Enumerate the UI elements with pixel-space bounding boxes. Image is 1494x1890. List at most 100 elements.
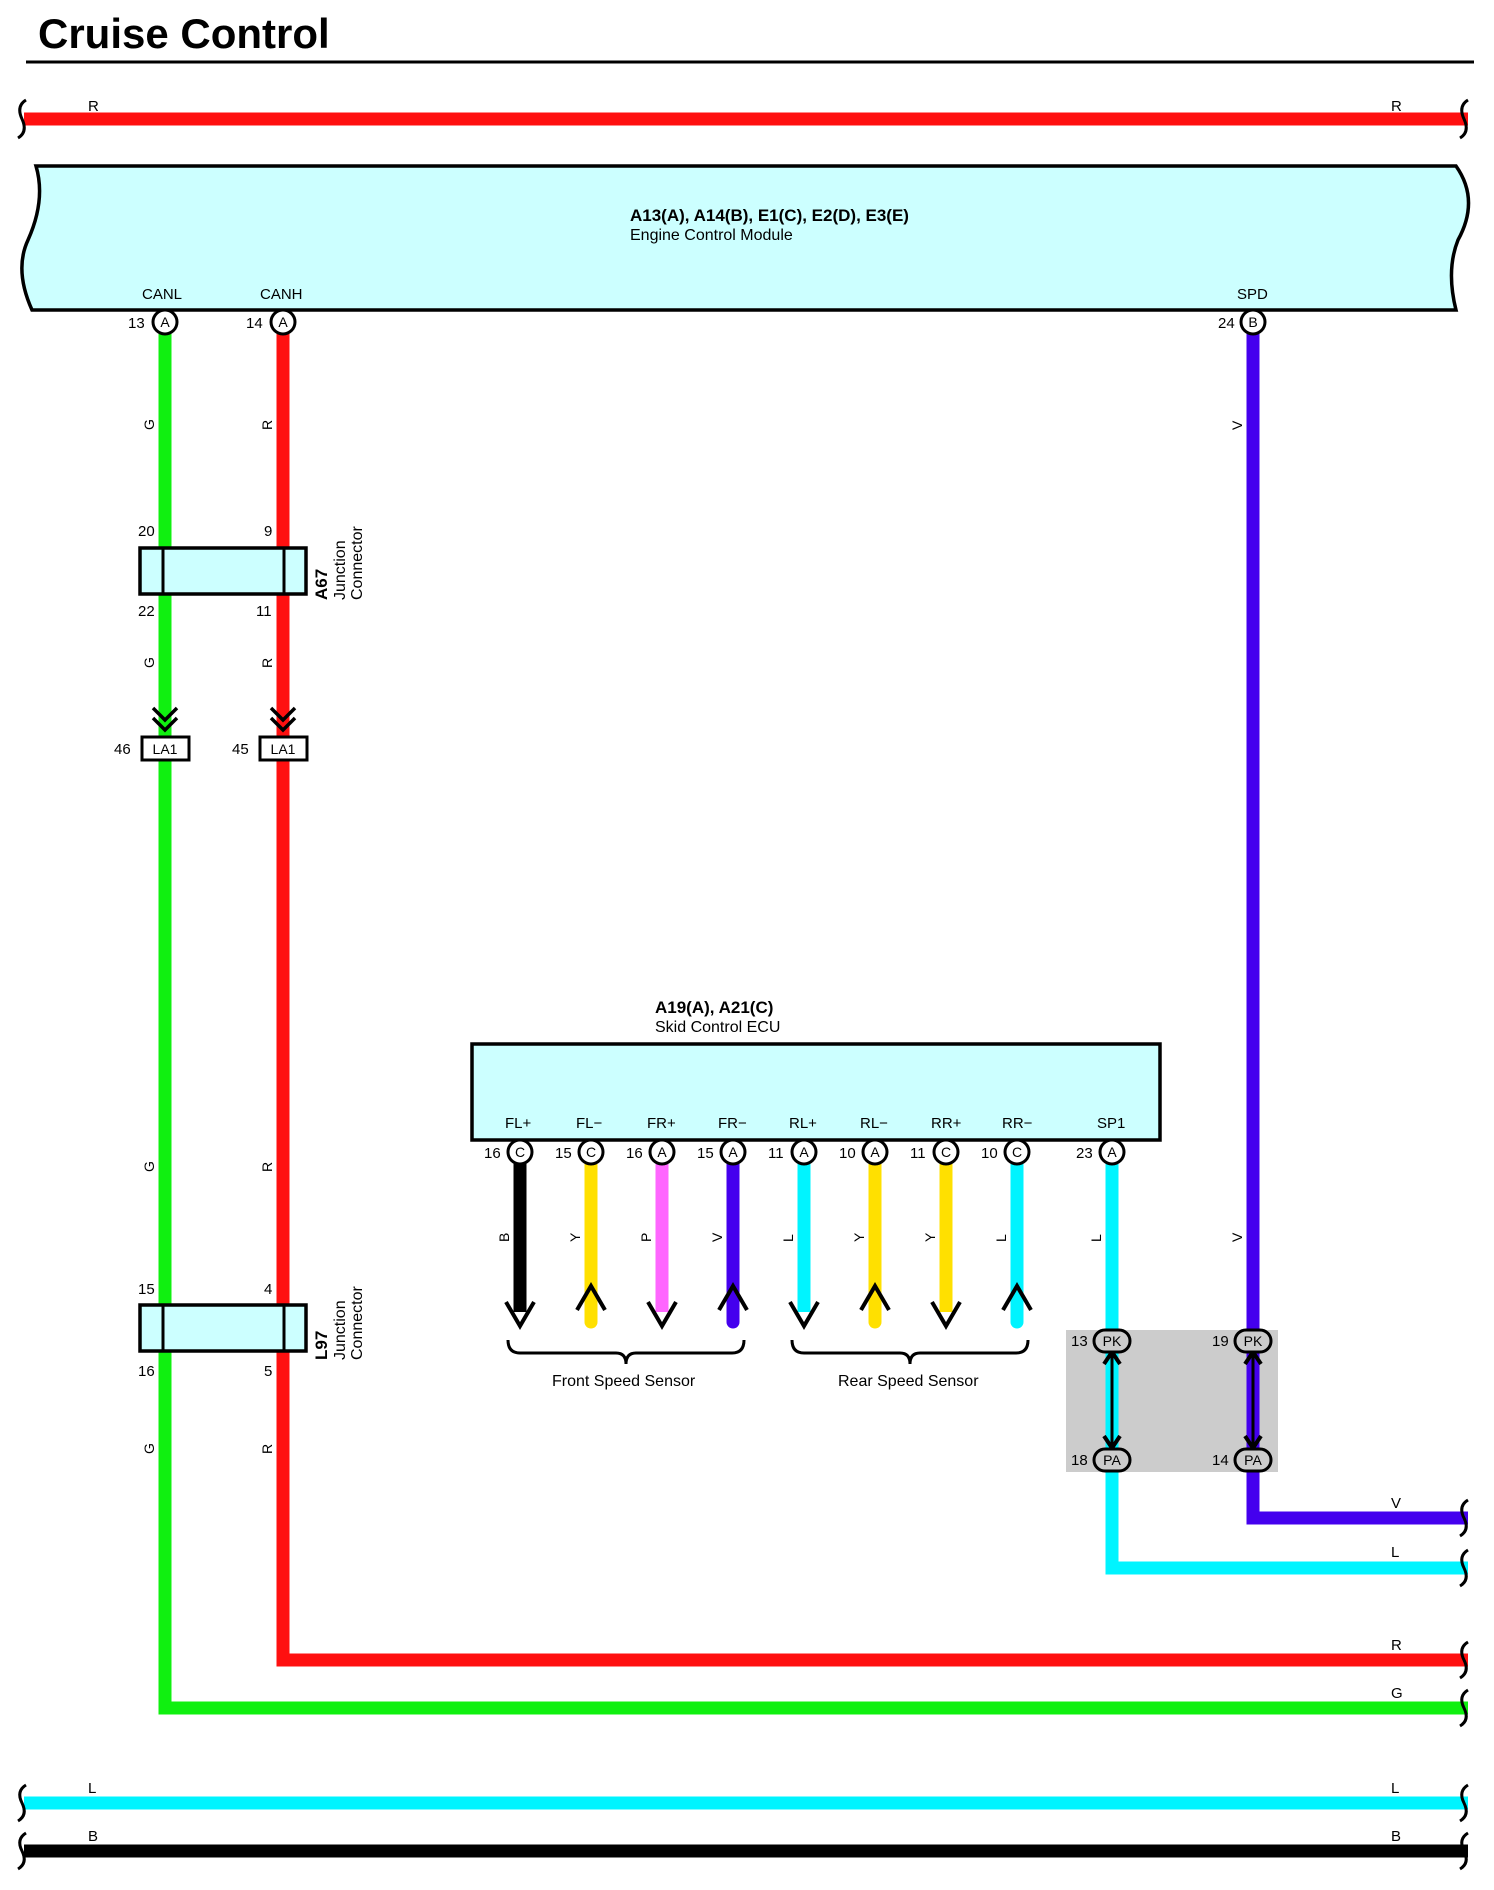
wire-label-v1: V xyxy=(1229,420,1245,430)
ecm-pin-canh-terminal xyxy=(269,308,297,336)
a67-body xyxy=(138,546,308,596)
skid-pin-fl-minus-terminal xyxy=(577,1138,605,1166)
exit-label-l: L xyxy=(1391,1544,1399,1561)
rear-speed-sensor-label: Rear Speed Sensor xyxy=(838,1373,979,1390)
skid-pin-fl-plus-signal: FL+ xyxy=(505,1115,532,1132)
skid-wire-label-rl-minus: Y xyxy=(851,1232,867,1242)
pa-left-num: 18 xyxy=(1071,1452,1088,1469)
wire-label-g3: G xyxy=(141,1161,157,1172)
skid-control-ecu: A19(A), A21(C) Skid Control ECU xyxy=(470,998,1162,1142)
skid-wire-label-fl-plus: B xyxy=(496,1233,512,1242)
skid-pin-rl-plus-connector: A xyxy=(799,1144,809,1160)
exit-label-g: G xyxy=(1391,1685,1403,1702)
top-bus-right-label: R xyxy=(1391,98,1402,115)
rr-plus-arrow xyxy=(930,1300,962,1330)
skid-pin-fl-minus-num: 15 xyxy=(555,1145,572,1162)
right-exit-labels: V L R G xyxy=(1391,1495,1469,1728)
wire-label-v2: V xyxy=(1229,1232,1245,1242)
fr-minus-arrow xyxy=(717,1282,749,1312)
skid-pin-rr-plus-num: 11 xyxy=(910,1145,926,1162)
bottom-b-left-break xyxy=(17,1831,27,1871)
ecm-name: Engine Control Module xyxy=(630,227,793,244)
l97-pin-bottom-left: 16 xyxy=(138,1363,155,1380)
engine-control-module: A13(A), A14(B), E1(C), E2(D), E3(E) Engi… xyxy=(20,164,1471,312)
ecm-pin-canl-signal: CANL xyxy=(142,286,182,303)
ecm-pin-spd: SPD 24 B xyxy=(1218,286,1268,336)
fl-plus-arrow xyxy=(504,1300,536,1330)
skid-pin-rl-minus-signal: RL− xyxy=(860,1115,888,1132)
front-brace xyxy=(506,1339,746,1365)
wire-g-exit xyxy=(158,1701,1468,1715)
skid-pin-fr-minus-connector: A xyxy=(728,1144,738,1160)
l97-pin-bottom-right: 5 xyxy=(264,1363,272,1380)
bottom-l-left-label: L xyxy=(88,1780,96,1797)
skid-wire-label-fr-minus: V xyxy=(709,1232,725,1242)
bottom-b-left-label: B xyxy=(88,1828,98,1845)
skid-ecu-pins: FL+ 16 C FL− 15 C FR+ 16 A FR− 15 A RL+ … xyxy=(484,1115,1126,1166)
a67-name-line1: Junction xyxy=(332,540,349,600)
rear-speed-sensor-brace: Rear Speed Sensor xyxy=(790,1339,1030,1390)
la1-right-num: 45 xyxy=(232,741,249,758)
exit-label-v: V xyxy=(1391,1495,1401,1512)
exit-label-r: R xyxy=(1391,1637,1402,1654)
skid-wire-label-rr-minus: L xyxy=(993,1234,1009,1242)
junction-connector-l97: 15 4 16 5 L97 Junction Connector xyxy=(138,1281,366,1380)
skid-pin-rr-minus-terminal xyxy=(1003,1138,1031,1166)
bottom-b-right-label: B xyxy=(1391,1828,1401,1845)
la1-left-box xyxy=(140,735,191,762)
skid-pin-fl-plus-terminal xyxy=(506,1138,534,1166)
skid-pin-rr-minus-connector: C xyxy=(1012,1144,1022,1160)
wire-spd-v xyxy=(1246,322,1468,1525)
bottom-l-right-break xyxy=(1459,1783,1469,1823)
inline-connector-la1-right: LA1 45 xyxy=(232,706,309,762)
pk-right-num: 19 xyxy=(1212,1333,1229,1350)
la1-right-box xyxy=(258,735,309,762)
skid-pin-fr-plus-terminal xyxy=(648,1138,676,1166)
skid-wire-label-rl-plus: L xyxy=(780,1234,796,1242)
wire-sp1-l xyxy=(1105,1152,1468,1575)
pk-left-code: PK xyxy=(1103,1333,1122,1349)
wire-label-g4: G xyxy=(141,1443,157,1454)
exit-g-break xyxy=(1459,1688,1469,1728)
skid-pin-sp1-num: 23 xyxy=(1076,1145,1093,1162)
wire-label-r4: R xyxy=(259,1444,275,1454)
inline-connector-la1-left: LA1 46 xyxy=(114,706,191,762)
a67-pin-top-left: 20 xyxy=(138,523,155,540)
pa-right-num: 14 xyxy=(1212,1452,1229,1469)
ecm-pin-canh-num: 14 xyxy=(246,315,263,332)
skid-wire-label-fr-plus: P xyxy=(638,1233,654,1242)
skid-pin-sp1-connector: A xyxy=(1107,1144,1117,1160)
wire-label-g1: G xyxy=(141,419,157,430)
pa-right-terminal xyxy=(1233,1447,1273,1473)
skid-pin-rl-plus-signal: RL+ xyxy=(789,1115,817,1132)
ecm-pin-spd-num: 24 xyxy=(1218,315,1235,332)
ecm-pin-canh-signal: CANH xyxy=(260,286,303,303)
ecm-pin-canl-connector: A xyxy=(160,314,170,330)
exit-l-break xyxy=(1459,1548,1469,1588)
fr-plus-arrow xyxy=(646,1300,678,1330)
pk-pa-splice-box: 13 PK 19 PK 18 PA 14 PA xyxy=(1066,1328,1278,1473)
ecm-pin-canl: CANL 13 A xyxy=(128,286,182,336)
skid-pin-fr-minus-num: 15 xyxy=(697,1145,714,1162)
pk-right-code: PK xyxy=(1244,1333,1263,1349)
la1-left-chevron-2 xyxy=(151,716,179,733)
top-bus-right-break xyxy=(1459,98,1469,140)
pk-right-terminal xyxy=(1233,1328,1273,1354)
ecm-pin-spd-terminal xyxy=(1239,308,1267,336)
la1-right-chevron-2 xyxy=(269,716,297,733)
skid-pin-rr-plus-terminal xyxy=(932,1138,960,1166)
rl-minus-arrow xyxy=(859,1282,891,1312)
skid-pin-fl-minus-connector: C xyxy=(586,1144,596,1160)
exit-r-break xyxy=(1459,1640,1469,1680)
junction-connector-a67: 20 9 22 11 A67 Junction Connector xyxy=(138,523,366,620)
skid-pin-fl-minus-signal: FL− xyxy=(576,1115,603,1132)
skid-pin-rl-minus-terminal xyxy=(861,1138,889,1166)
ecm-pin-spd-connector: B xyxy=(1248,314,1257,330)
skid-ecu-name: Skid Control ECU xyxy=(655,1019,780,1036)
skid-ecu-code: A19(A), A21(C) xyxy=(655,998,773,1017)
wire-label-r1: R xyxy=(259,420,275,430)
l97-name-line1: Junction xyxy=(332,1300,349,1360)
bottom-l-left-break xyxy=(17,1783,27,1823)
wire-label-g2: G xyxy=(141,657,157,668)
